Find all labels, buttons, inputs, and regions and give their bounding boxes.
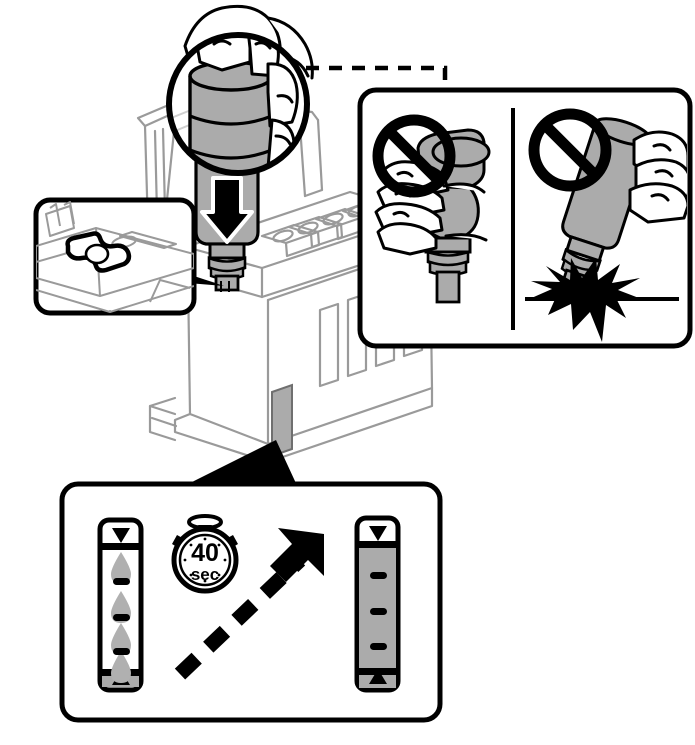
fill-progress-arrow [174,528,324,680]
fill-panel-callout-leader [172,440,300,492]
ink-port-inset-panel [33,197,224,316]
gauge-top-triangle [369,526,387,541]
insert-down-arrow [200,176,254,244]
no-symbol-icon [372,114,456,198]
no-symbol-icon [528,108,612,192]
gauge-bottom-triangle [369,669,387,684]
impact-starburst-icon [527,258,644,342]
printer-ink-window [271,383,293,458]
warning-do-not-knock [525,108,687,342]
stopwatch-unit: sec [191,565,219,584]
stopwatch-dial-ticks [183,537,227,583]
warning-do-not-squeeze [372,114,491,304]
ink-gauge-full [354,515,401,693]
dashed-connector [306,65,448,92]
ink-gauge-empty [97,517,144,693]
gauge-top-triangle [112,528,130,543]
warning-panel [357,87,693,349]
stopwatch-value: 40 [191,539,219,567]
stopwatch-icon: 40 sec [171,514,239,594]
magnifier-circle [166,32,310,176]
gauge-ticks [370,572,387,650]
ink-level-panel: 40 sec [59,481,443,723]
gauge-ticks [113,578,130,655]
